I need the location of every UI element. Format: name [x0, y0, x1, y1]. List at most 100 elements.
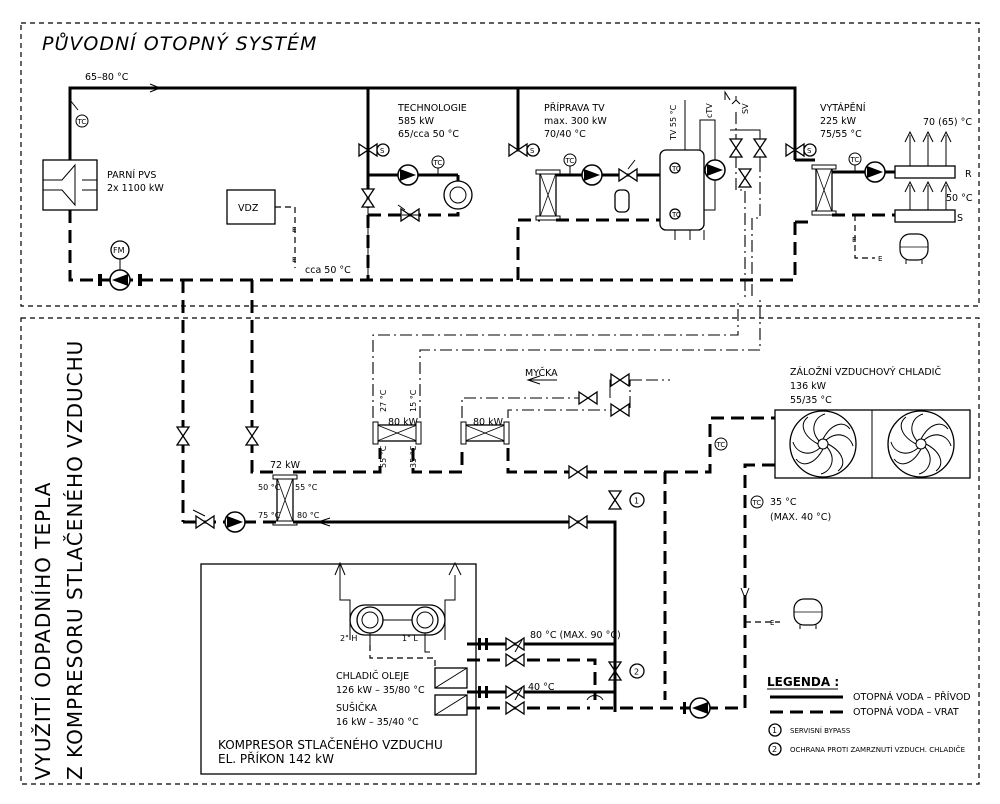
svg-text:E: E [770, 619, 774, 627]
svg-text:80 kW: 80 kW [473, 417, 504, 428]
oil-temp-label: 80 °C (MAX. 90 °C) [530, 630, 621, 641]
compressor-title: KOMPRESOR STLAČENÉHO VZDUCHU [218, 737, 443, 752]
technology-consumer [443, 180, 473, 210]
svg-text:1: 1 [634, 497, 639, 506]
hx-return-line [293, 448, 382, 474]
supply-header-r [894, 165, 956, 179]
svg-text:35 °C: 35 °C [409, 445, 418, 468]
waste-heat-valve-icon [195, 515, 215, 529]
waste-heat-title-line2: Z KOMPRESORU STLAČENÉHO VZDUCHU [63, 340, 87, 780]
svg-text:55 °C: 55 °C [295, 483, 318, 492]
dhw-preheat-line [372, 300, 739, 418]
washer-label: MYČKA [525, 367, 558, 379]
svg-text:2: 2 [772, 745, 777, 754]
washer-valve-icon [610, 373, 630, 387]
washer-valve-icon [610, 403, 630, 417]
legend-return: OTOPNÁ VODA – VRAT [853, 706, 959, 718]
legend-title: LEGENDA : [767, 675, 839, 689]
svg-text:TC: TC [671, 165, 681, 173]
cooler-power: 136 kW [790, 381, 827, 392]
svg-text:E: E [292, 256, 296, 264]
heating-power: 225 kW [820, 116, 857, 127]
isolation-valve-icon [245, 426, 259, 446]
svg-text:55 °C: 55 °C [379, 445, 388, 468]
svg-text:R: R [965, 169, 972, 180]
cooler-temp: 55/35 °C [790, 395, 832, 406]
original-system-title: PŮVODNÍ OTOPNÝ SYSTÉM [42, 31, 317, 55]
heating-expansion-vessel-icon [899, 233, 929, 265]
svg-text:80 kW: 80 kW [388, 417, 419, 428]
sv-label: SV [741, 103, 750, 114]
fan-icon [789, 410, 857, 478]
technology-power: 585 kW [398, 116, 435, 127]
svg-text:2" H: 2" H [340, 634, 357, 643]
svg-text:TC: TC [433, 159, 443, 167]
svg-text:TC: TC [850, 156, 860, 164]
heating-in-temp: 50 °C [946, 193, 973, 204]
sv-valve-icon [753, 138, 767, 158]
waste-heat-title-line1: VYUŽITÍ ODPADNÍHO TEPLA [31, 482, 55, 780]
service-bypass-valve-icon [608, 490, 622, 510]
svg-text:1: 1 [772, 726, 777, 735]
dhw-power: max. 300 kW [544, 116, 607, 127]
hx80-return-to-compressor [506, 448, 667, 700]
svg-text:S: S [380, 147, 385, 155]
oil-cooler-power: 126 kW – 35/80 °C [336, 685, 425, 696]
heating-pump-icon [864, 161, 886, 183]
main-supply-line [68, 86, 797, 160]
dhw-temp: 70/40 °C [544, 129, 586, 140]
compressor-power: EL. PŘÍKON 142 kW [218, 751, 334, 766]
dhw-return [516, 218, 540, 280]
actuator-icon [376, 143, 390, 157]
svg-text:2: 2 [634, 668, 639, 677]
heating-temp: 75/55 °C [820, 129, 862, 140]
bypass-valve-icon [568, 515, 588, 529]
flow-meter-icon [110, 240, 130, 260]
dryer-valve-icon [505, 701, 525, 715]
svg-text:15 °C: 15 °C [409, 389, 418, 412]
svg-text:FM: FM [113, 246, 125, 255]
svg-text:E: E [852, 236, 856, 244]
svg-text:TC: TC [716, 441, 726, 449]
supply-temp-label: 65–80 °C [85, 72, 129, 83]
svg-text:E: E [878, 255, 882, 263]
dhw-title: PŘÍPRAVA TV [544, 102, 605, 114]
svg-text:75 °C: 75 °C [258, 511, 281, 520]
oil-cooler-valve-icon [505, 653, 525, 667]
dhw-heat-exchanger-icon [535, 169, 561, 221]
svg-text:50 °C: 50 °C [258, 483, 281, 492]
svg-text:1" L: 1" L [402, 634, 418, 643]
main-return-line [68, 210, 797, 282]
oil-cooler-title: CHLADIČ OLEJE [336, 670, 409, 682]
cooler-expansion-vessel-icon [793, 598, 823, 630]
oil-cooler-valve-icon [505, 637, 525, 651]
dhw-expansion-vessel [614, 189, 630, 213]
heating-out-temp: 70 (65) °C [923, 117, 972, 128]
heating-title: VYTÁPĚNÍ [820, 102, 866, 114]
dryer-temp-label: 40 °C [528, 682, 555, 693]
svg-text:(MAX. 40 °C): (MAX. 40 °C) [770, 512, 831, 523]
dryer-title: SUŠIČKA [336, 702, 378, 714]
svg-text:S: S [530, 147, 535, 155]
steam-boiler [42, 159, 98, 211]
technology-title: TECHNOLOGIE [397, 103, 467, 114]
heating-inlets [904, 180, 952, 210]
waste-heat-frame [20, 317, 980, 785]
boiler-name: PARNÍ PVS [107, 169, 156, 181]
svg-text:TC: TC [77, 118, 87, 126]
svg-text:S: S [807, 147, 812, 155]
legend-note-1: SERVISNÍ BYPASS [790, 726, 851, 735]
washer-valve-icon [578, 391, 598, 405]
legend-supply: OTOPNÁ VODA – PŘÍVOD [853, 691, 971, 703]
fan-icon [887, 410, 955, 478]
marker-2 [629, 663, 645, 679]
technology-temp: 65/cca 50 °C [398, 129, 459, 140]
heating-outlets [904, 130, 952, 166]
waste-heat-pump-icon [224, 511, 246, 533]
compressor-supply-line [293, 520, 617, 585]
cooler-return-line [710, 463, 775, 710]
vdz-label: VDZ [238, 203, 259, 214]
cooler-title: ZÁLOŽNÍ VZDUCHOVÝ CHLADIČ [790, 366, 941, 378]
bypass-valve-icon [568, 465, 588, 479]
